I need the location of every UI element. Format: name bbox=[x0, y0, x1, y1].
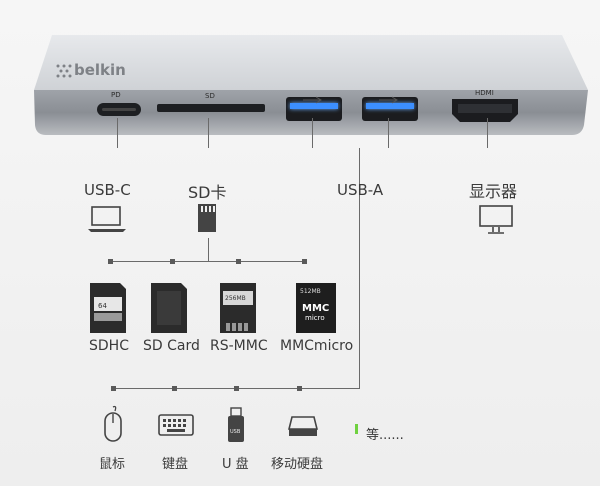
monitor-icon bbox=[479, 205, 513, 234]
rs-mmc-card-icon: 256MB bbox=[220, 283, 256, 333]
usb-hub-device bbox=[34, 35, 588, 135]
svg-text:512MB: 512MB bbox=[300, 288, 321, 295]
brand-logo-text: belkin bbox=[74, 61, 126, 79]
sd-card-slot bbox=[157, 104, 265, 112]
sd-card-icon bbox=[151, 283, 187, 333]
peripheral-label: U 盘 bbox=[222, 457, 249, 472]
peripheral-label: 移动硬盘 bbox=[271, 457, 324, 472]
hdmi-port-label: HDMI bbox=[475, 89, 494, 97]
mouse-icon bbox=[104, 405, 122, 442]
tree-node bbox=[236, 259, 241, 264]
category-sd-card: SD卡 bbox=[188, 183, 227, 202]
usb-a-1-glow bbox=[290, 103, 338, 109]
tree-node bbox=[170, 259, 175, 264]
card-label: MMCmicro bbox=[280, 338, 354, 354]
green-indicator-icon bbox=[355, 424, 358, 434]
tree-node bbox=[302, 259, 307, 264]
mmc-micro-card-icon: 512MB MMC micro bbox=[296, 283, 336, 333]
tree-node bbox=[172, 386, 177, 391]
sd-port-label: SD bbox=[205, 92, 215, 100]
card-label: SD Card bbox=[143, 338, 200, 354]
tree-line bbox=[110, 261, 306, 262]
tree-node bbox=[111, 386, 116, 391]
usb-symbol-icon bbox=[303, 96, 322, 104]
usb-a-trunk-line bbox=[359, 148, 360, 388]
pd-port-label: PD bbox=[111, 91, 121, 99]
connector-line bbox=[388, 118, 389, 148]
connector-line bbox=[312, 118, 313, 148]
sd-card-icon bbox=[198, 204, 216, 232]
peripheral-label: 键盘 bbox=[162, 457, 189, 472]
tree-node bbox=[297, 386, 302, 391]
tree-node bbox=[234, 386, 239, 391]
category-usb-a: USB-A bbox=[337, 181, 384, 199]
svg-text:MMC: MMC bbox=[302, 303, 329, 314]
peripheral-label: 鼠标 bbox=[99, 457, 126, 472]
connector-line bbox=[487, 118, 488, 148]
keyboard-icon bbox=[158, 414, 194, 436]
svg-text:64: 64 bbox=[98, 302, 107, 310]
hard-drive-icon bbox=[288, 416, 318, 436]
usb-symbol-icon bbox=[379, 96, 398, 104]
svg-text:micro: micro bbox=[305, 314, 325, 322]
svg-text:256MB: 256MB bbox=[225, 295, 246, 302]
usb-drive-icon: USB bbox=[228, 407, 244, 442]
svg-text:USB: USB bbox=[230, 429, 241, 435]
etc-label: 等...... bbox=[366, 428, 404, 443]
belkin-logo-icon bbox=[56, 64, 72, 78]
connector-line bbox=[117, 118, 118, 148]
laptop-icon bbox=[88, 206, 126, 232]
category-usb-c: USB-C bbox=[84, 181, 131, 199]
connector-line bbox=[208, 118, 209, 148]
usb-a-2-glow bbox=[366, 103, 414, 109]
card-label: RS-MMC bbox=[210, 338, 268, 354]
tree-node bbox=[108, 259, 113, 264]
category-display: 显示器 bbox=[469, 182, 518, 201]
sdhc-card-icon: 64 bbox=[90, 283, 126, 333]
tree-line bbox=[208, 238, 209, 261]
hub-top-surface bbox=[34, 35, 588, 90]
card-label: SDHC bbox=[89, 338, 129, 354]
